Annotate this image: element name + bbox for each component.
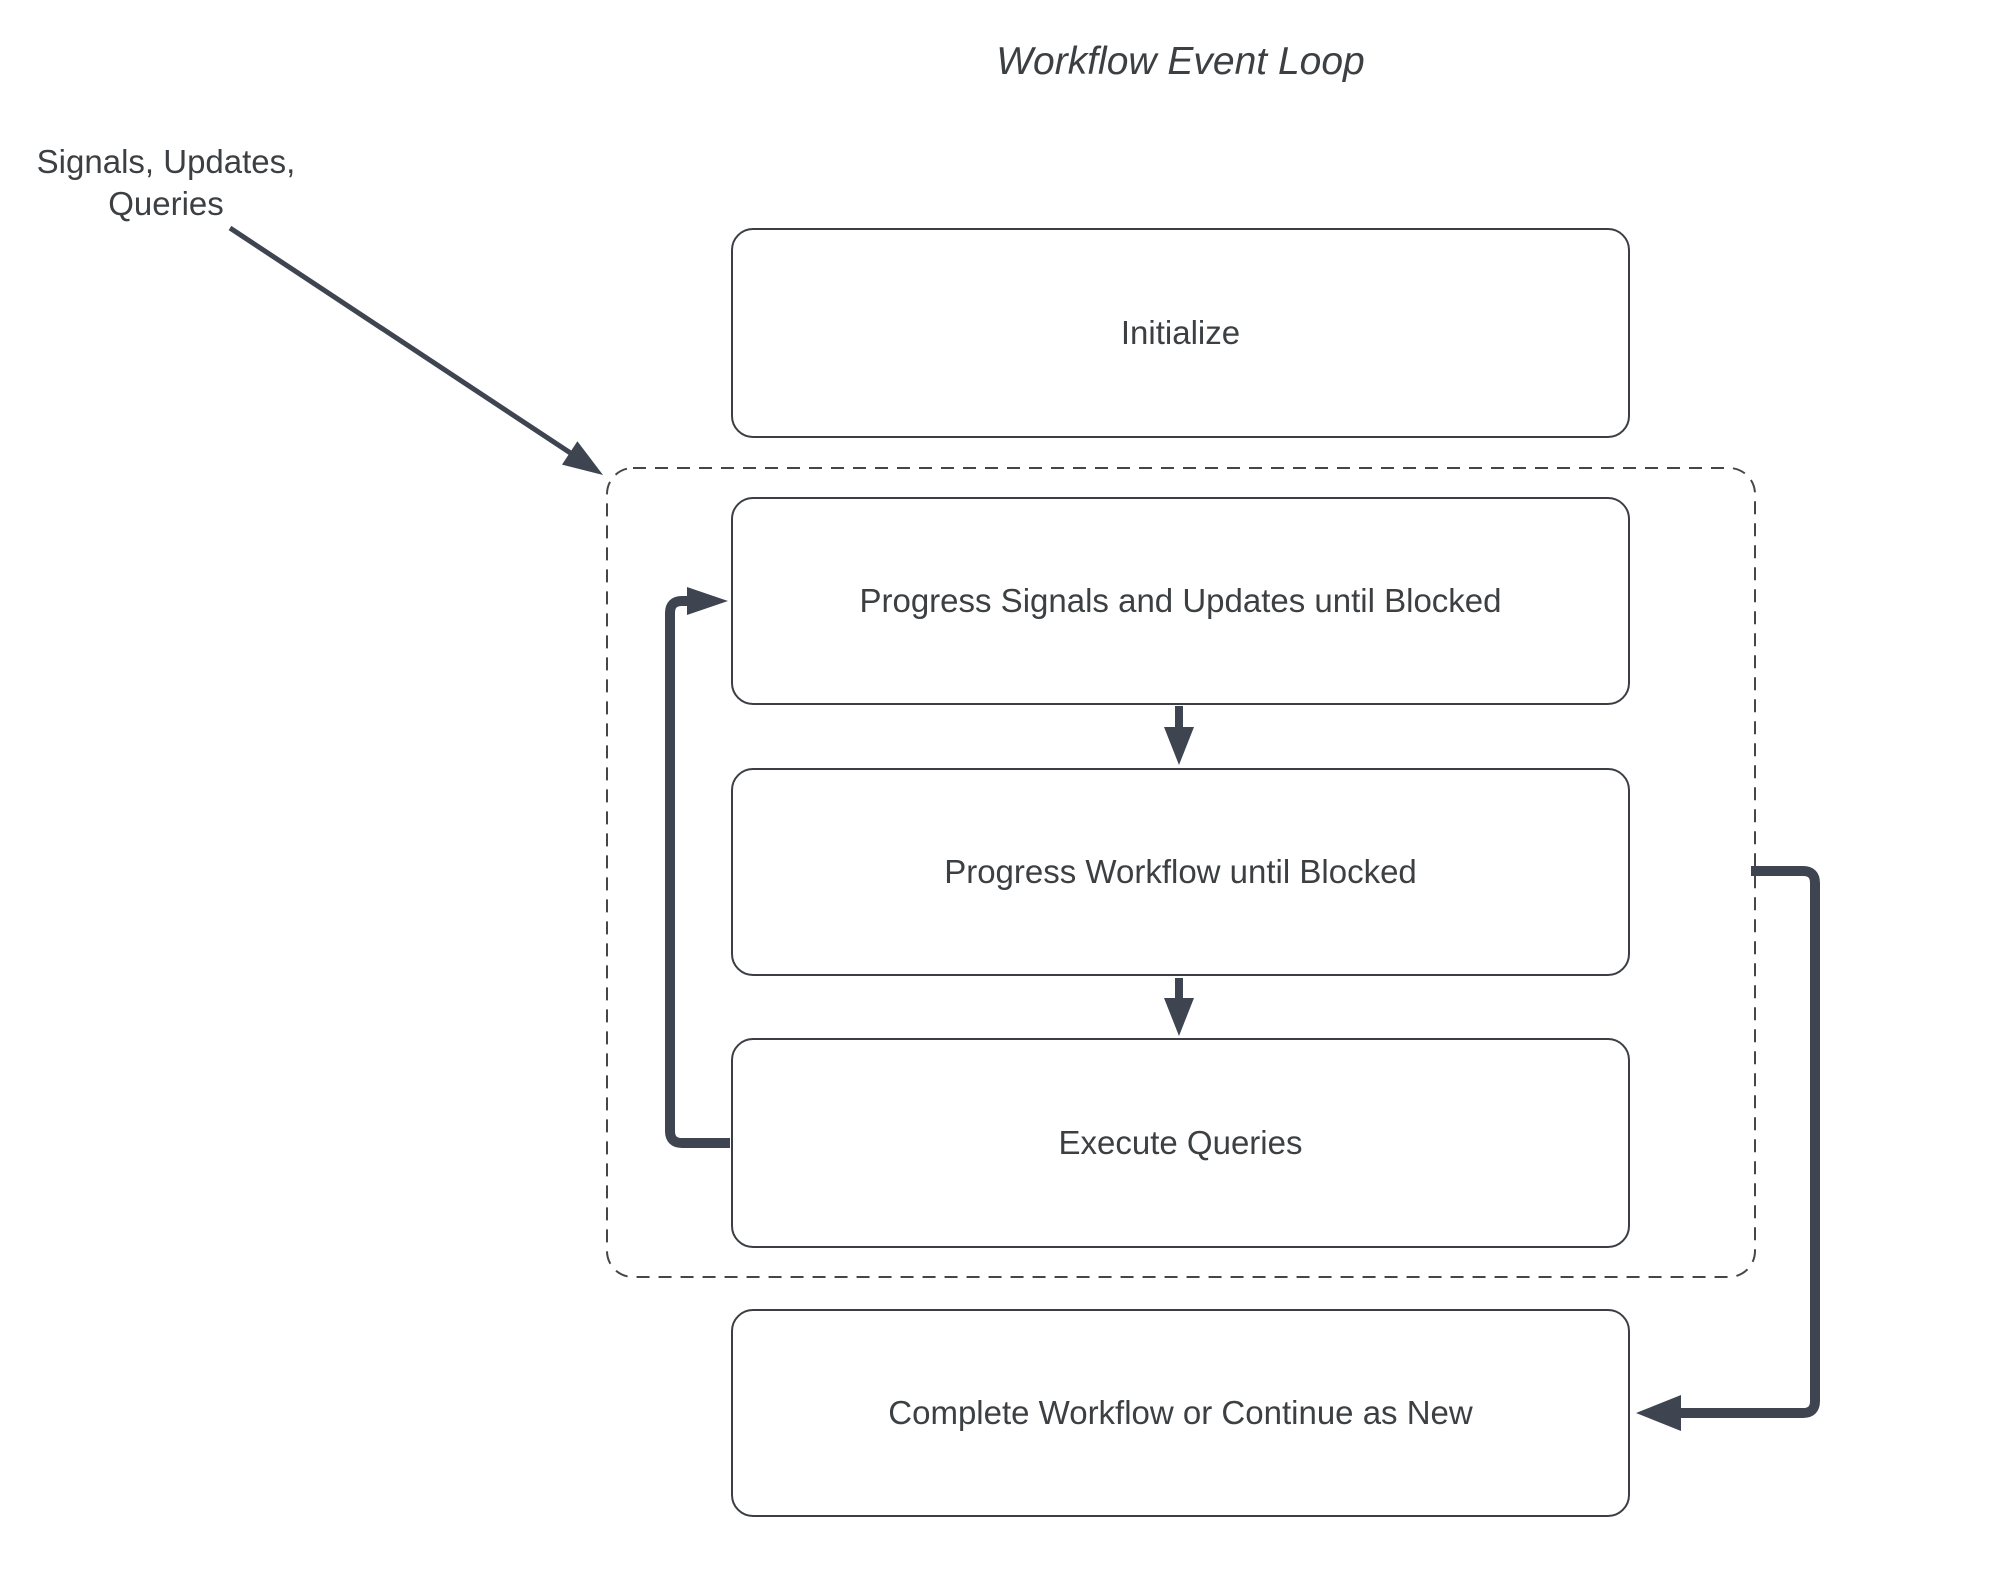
arrowhead-annotation-to-loop	[562, 441, 603, 475]
annotation-signals-updates-queries: Signals, Updates, Queries	[36, 143, 296, 222]
node-progress-workflow: Progress Workflow until Blocked	[731, 768, 1630, 976]
node-progress-signals-and-updates: Progress Signals and Updates until Block…	[731, 497, 1630, 705]
node-initialize: Initialize	[731, 228, 1630, 438]
edge-queries-loop-back-to-signals	[665, 587, 730, 1148]
arrowhead-loop-back	[687, 587, 728, 615]
arrowhead-exit-to-complete	[1636, 1395, 1681, 1431]
arrowhead-workflow-to-queries	[1164, 998, 1194, 1036]
node-complete-label: Complete Workflow or Continue as New	[888, 1394, 1473, 1432]
node-progress-signals-label: Progress Signals and Updates until Block…	[859, 582, 1502, 620]
node-initialize-label: Initialize	[1120, 314, 1241, 352]
edge-loop-exit-to-complete	[1636, 866, 1820, 1431]
edge-annotation-to-loop	[228, 225, 603, 475]
arrowhead-signals-to-workflow	[1164, 727, 1194, 765]
node-execute-queries: Execute Queries	[731, 1038, 1630, 1248]
node-execute-queries-label: Execute Queries	[1058, 1124, 1303, 1162]
node-progress-workflow-label: Progress Workflow until Blocked	[944, 853, 1417, 891]
edge-signals-to-workflow	[1164, 706, 1194, 765]
node-complete-or-continue: Complete Workflow or Continue as New	[731, 1309, 1630, 1517]
diagram-title: Workflow Event Loop	[996, 40, 1365, 83]
edge-workflow-to-queries	[1164, 978, 1194, 1036]
